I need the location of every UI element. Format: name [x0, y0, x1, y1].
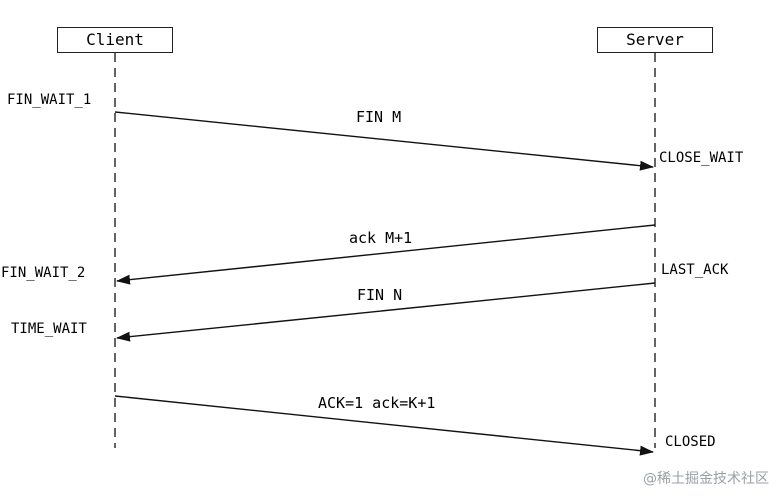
server-actor-label: Server: [626, 30, 684, 49]
fin-n-arrow: [116, 282, 656, 342]
message-fin-m-label: FIN M: [356, 108, 402, 126]
client-state-fin-wait-1: FIN_WAIT_1: [7, 92, 92, 108]
ack-final-arrow: [114, 395, 654, 456]
server-state-closed: CLOSED: [665, 434, 716, 450]
client-state-fin-wait-2: FIN_WAIT_2: [1, 265, 86, 281]
watermark-text: @稀土掘金技术社区: [643, 471, 769, 487]
fin-m-arrow: [114, 111, 654, 171]
message-ack-m1-label: ack M+1: [349, 229, 413, 247]
client-state-time-wait: TIME_WAIT: [11, 321, 87, 337]
message-fin-n-label: FIN N: [357, 286, 403, 304]
client-actor-box: Client: [57, 27, 173, 53]
ack-m1-arrow: [116, 224, 656, 285]
server-state-close-wait: CLOSE_WAIT: [659, 150, 744, 166]
client-actor-label: Client: [86, 30, 144, 49]
message-ack-final-label: ACK=1 ack=K+1: [318, 394, 436, 412]
server-state-last-ack: LAST_ACK: [661, 262, 729, 278]
server-actor-box: Server: [597, 27, 713, 53]
